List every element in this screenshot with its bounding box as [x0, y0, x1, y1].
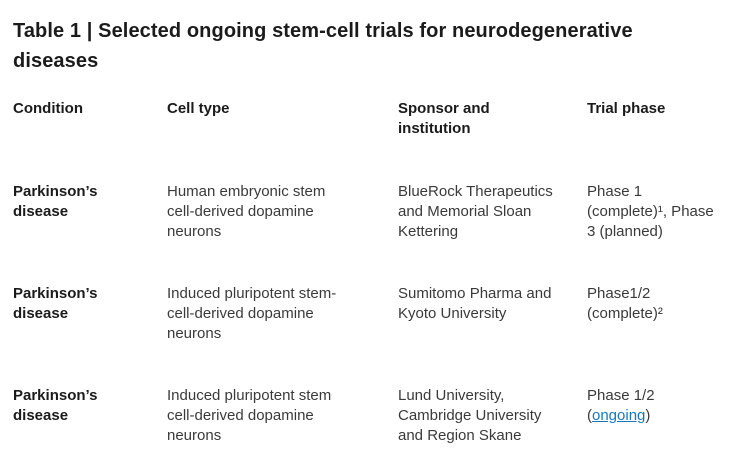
column-header-cell-type: Cell type [167, 100, 230, 117]
phase-text: Phase1/2 (complete)² [587, 285, 663, 322]
table-row: Parkinson’s disease Induced pluripotent … [13, 386, 731, 446]
sponsor-cell: Lund University, Cambridge University an… [398, 387, 542, 444]
table-title: Table 1 | Selected ongoing stem-cell tri… [13, 20, 633, 72]
condition-cell: Parkinson’s disease [13, 183, 98, 220]
trial-phase-cell: Phase 1 (complete)¹, Phase 3 (planned) [587, 182, 731, 242]
table-header-row: Condition Cell type Sponsor and institut… [13, 99, 731, 139]
cell-type-cell: Induced pluripotent stem cell-derived do… [167, 387, 332, 444]
trial-phase-cell: Phase 1/2 (ongoing) [587, 386, 731, 426]
trial-phase-cell: Phase1/2 (complete)² [587, 284, 731, 324]
condition-cell: Parkinson’s disease [13, 285, 98, 322]
table-row: Parkinson’s disease Human embryonic stem… [13, 182, 731, 242]
phase-text: Phase 1 (complete)¹, Phase 3 (planned) [587, 183, 714, 240]
column-header-trial-phase: Trial phase [587, 100, 666, 117]
column-header-sponsor: Sponsor and institution [398, 100, 490, 137]
phase-status-link[interactable]: ongoing [592, 407, 646, 424]
sponsor-cell: Sumitomo Pharma and Kyoto University [398, 285, 552, 322]
cell-type-cell: Induced pluripotent stem- cell-derived d… [167, 285, 337, 342]
phase-text: Phase 1/2 ( [587, 387, 655, 424]
trials-table: Condition Cell type Sponsor and institut… [13, 99, 731, 446]
condition-cell: Parkinson’s disease [13, 387, 98, 424]
table-row: Parkinson’s disease Induced pluripotent … [13, 284, 731, 344]
sponsor-cell: BlueRock Therapeutics and Memorial Sloan… [398, 183, 553, 240]
cell-type-cell: Human embryonic stem cell-derived dopami… [167, 183, 326, 240]
phase-text-suffix: ) [645, 407, 651, 424]
column-header-condition: Condition [13, 100, 83, 117]
